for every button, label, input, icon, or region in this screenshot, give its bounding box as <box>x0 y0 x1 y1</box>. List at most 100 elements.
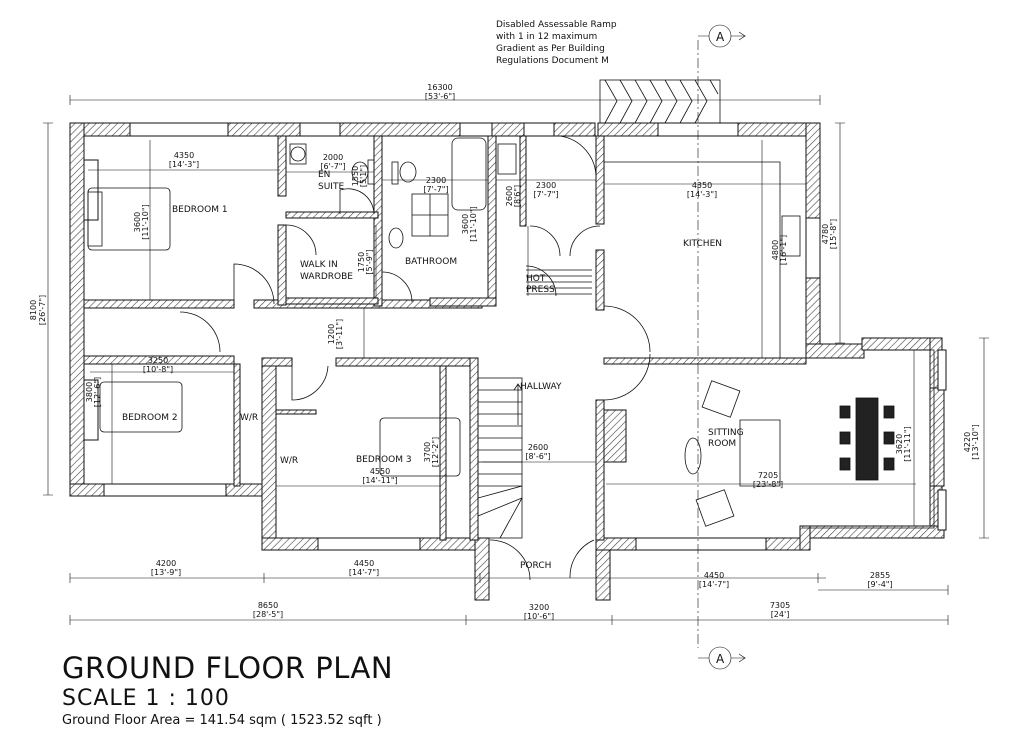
room-label-hotpress-1: HOT <box>526 274 546 284</box>
wall-kitchen-step <box>805 343 865 359</box>
door-b2 <box>179 311 221 353</box>
wall-int-bath-left <box>373 135 383 307</box>
dim-stair-w: 2600 <box>528 443 548 452</box>
dim-b1-h: 3600 <box>133 212 142 232</box>
wall-bay-right <box>929 387 945 487</box>
dim-bay-h-imperial: [11'-11"] <box>903 426 912 461</box>
dim-corr-h-imperial: [3'-11"] <box>335 319 344 349</box>
wall-int-b3-right <box>439 365 447 541</box>
chimney-left <box>603 409 627 463</box>
window-b1-top <box>129 122 229 137</box>
wall-b3-left <box>261 364 277 551</box>
dim-hp-h-imperial: [8'6"] <box>513 185 522 207</box>
door-bath <box>381 271 413 303</box>
dim-bot-l-imperial: [28'-5"] <box>253 610 283 619</box>
door-b3 <box>291 365 329 401</box>
room-label-wr-1: W/R <box>240 413 258 423</box>
wall-int-ens-bottom <box>285 211 379 219</box>
bed-2 <box>99 381 183 433</box>
plan-title: GROUND FLOOR PLAN <box>62 651 394 685</box>
wall-int-b2-top <box>83 355 235 365</box>
wall-int-wr3 <box>275 409 317 415</box>
bath <box>451 137 487 211</box>
wall-porch-left <box>474 537 490 601</box>
room-label-hotpress-2: PRESS <box>526 285 555 295</box>
doors <box>179 135 651 581</box>
wall-int-b3-top <box>261 357 293 367</box>
dim-sit-w: 7205 <box>758 471 778 480</box>
window-ens-top <box>299 122 341 137</box>
wall-int-b1-bottom <box>83 299 235 309</box>
fixtures <box>87 137 935 529</box>
door-b1 <box>233 263 275 305</box>
dim-bay-out-h-imperial: [13'-10"] <box>971 424 980 459</box>
sink-hall <box>497 143 517 175</box>
wall-int-hall-left <box>469 357 479 541</box>
dim-kit-w: 4350 <box>692 181 712 190</box>
windows <box>83 122 947 551</box>
dim-bot4: 2855 <box>870 571 890 580</box>
room-label-ensuite-1: EN <box>318 170 330 180</box>
dim-bath-w: 2300 <box>426 176 446 185</box>
dim-bot3-imperial: [14'-7"] <box>699 580 729 589</box>
dim-b2-w: 3250 <box>148 356 168 365</box>
room-label-hallway: HALLWAY <box>520 382 562 392</box>
ramp-note-line-4: Regulations Document M <box>496 56 609 66</box>
door-hall-entry <box>559 135 597 179</box>
room-label-sitting-1: SITTING <box>708 428 744 438</box>
ramp-note-line-1: Disabled Assessable Ramp <box>496 20 617 30</box>
staircase <box>477 377 523 539</box>
window-bath-top <box>459 122 493 137</box>
dim-bot-m: 3200 <box>529 603 549 612</box>
dim-overall-w-imperial: [53'-6"] <box>425 92 455 101</box>
dim-bath-h-imperial: [11'-10"] <box>469 206 478 241</box>
dim-bot-r-imperial: [24'] <box>771 610 790 619</box>
dim-bot2: 4450 <box>354 559 374 568</box>
room-label-walkin-1: WALK IN <box>300 260 338 270</box>
dim-ens-h: 1550 <box>351 166 360 186</box>
dim-wiw-h: 1750 <box>357 252 366 272</box>
bed-1 <box>87 187 171 251</box>
room-label-kitchen: KITCHEN <box>683 239 722 249</box>
dim-kit-w-imperial: [14'-3"] <box>687 190 717 199</box>
access-ramp <box>599 79 721 124</box>
window-sit-bottom <box>635 537 767 551</box>
dim-bot-m-imperial: [10'-6"] <box>524 612 554 621</box>
dim-kit-h-imperial: [16'-1"] <box>779 235 788 265</box>
window-kit-right <box>805 217 821 279</box>
armchair-2 <box>695 489 735 527</box>
dim-wiw-h-imperial: [5'-9"] <box>365 249 374 274</box>
wall-int-hp <box>519 135 527 227</box>
dim-hp-h: 2600 <box>505 186 514 206</box>
dim-overall-h-imperial: [26'-7"] <box>38 295 47 325</box>
dim-bot3: 4450 <box>704 571 724 580</box>
dim-bot2-imperial: [14'-7"] <box>349 568 379 577</box>
plan-area: Ground Floor Area = 141.54 sqm ( 1523.52… <box>62 713 382 728</box>
dim-kit-out-h: 4780 <box>821 224 830 244</box>
dimension-text: 16300 [53'-6"] 8100 [26'-7"] 4350 [14'-3… <box>29 83 980 621</box>
dim-b3-h-imperial: [12'-2"] <box>431 437 440 467</box>
window-bay-right <box>937 349 947 391</box>
dim-overall-h: 8100 <box>29 300 38 320</box>
ramp-note-line-3: Gradient as Per Building <box>496 44 605 54</box>
dim-bot1-imperial: [13'-9"] <box>151 568 181 577</box>
wall-int-bath-bottom <box>429 297 497 307</box>
wall-int-wiw-bottom <box>285 297 379 305</box>
dim-sit-w-imperial: [23'-8"] <box>753 480 783 489</box>
window-b2-left <box>83 379 99 441</box>
door-wiw <box>285 224 317 256</box>
door-hp <box>525 265 557 297</box>
basin-ens <box>290 146 306 162</box>
window-b1-left <box>83 159 99 221</box>
side-table <box>684 437 702 475</box>
section-letter-top: A <box>716 30 725 44</box>
dim-b3-w-imperial: [14'-11"] <box>362 476 397 485</box>
dim-stair-w-imperial: [8'-6"] <box>525 452 550 461</box>
dim-bot-r: 7305 <box>770 601 790 610</box>
dim-bath-h: 3600 <box>461 214 470 234</box>
dim-bay-h: 3620 <box>895 434 904 454</box>
wall-int-hall-right <box>595 135 605 225</box>
dim-bot-l: 8650 <box>258 601 278 610</box>
dim-kit-h: 4800 <box>771 240 780 260</box>
